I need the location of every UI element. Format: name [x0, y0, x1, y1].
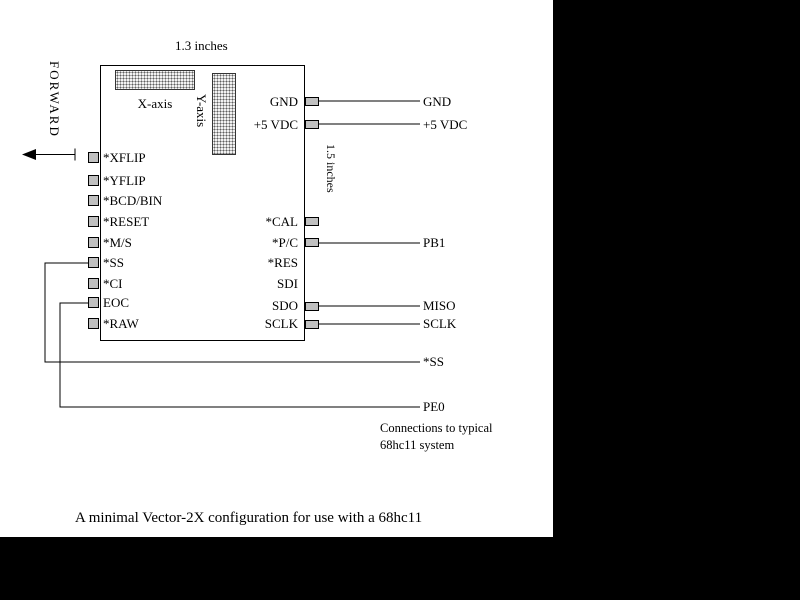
pin-ms-square — [88, 237, 99, 248]
pin-cal-square — [305, 217, 319, 226]
pin-xflip-square — [88, 152, 99, 163]
x-axis-label: X-axis — [137, 96, 173, 111]
x-axis-sensor — [115, 70, 195, 90]
ext-pb1-label: PB1 — [423, 235, 446, 250]
pin-bcdbin-label: *BCD/BIN — [103, 193, 163, 208]
note-line-1: Connections to typical — [380, 421, 493, 435]
vector2x-module-outline — [100, 65, 305, 341]
y-axis-label: Y-axis — [194, 94, 209, 128]
pin-pc-label: *P/C — [271, 235, 298, 250]
ext-miso-label: MISO — [423, 298, 456, 313]
pin-sclk-square — [305, 320, 319, 329]
pin-vcc-label: +5 VDC — [253, 117, 298, 132]
pin-sclk-label: SCLK — [264, 316, 298, 331]
pin-sdi-label: SDI — [277, 276, 298, 291]
pin-gnd-label: GND — [269, 94, 298, 109]
pin-raw-label: *RAW — [103, 316, 139, 331]
pin-yflip-label: *YFLIP — [103, 173, 146, 188]
pin-raw-square — [88, 318, 99, 329]
pin-ss-square — [88, 257, 99, 268]
forward-label: FORWARD — [47, 61, 62, 138]
pin-reset-label: *RESET — [103, 214, 150, 229]
pin-eoc-label: EOC — [103, 295, 129, 310]
pin-res-label: *RES — [267, 255, 298, 270]
forward-arrow-icon — [22, 148, 76, 161]
pin-ss-label: *SS — [103, 255, 124, 270]
ext-gnd-label: GND — [423, 94, 452, 109]
pin-ci-label: *CI — [103, 276, 123, 291]
pin-reset-square — [88, 216, 99, 227]
diagram-canvas: 1.3 inches FORWARD 1.5 inches X-axis Y-a… — [0, 0, 553, 537]
pin-sdo-label: SDO — [271, 298, 298, 313]
ext-vcc-label: +5 VDC — [423, 117, 468, 132]
y-axis-sensor — [212, 73, 236, 155]
pin-bcdbin-square — [88, 195, 99, 206]
ext-ss-label: *SS — [423, 354, 444, 369]
ext-pe0-label: PE0 — [423, 399, 445, 414]
pin-xflip-label: *XFLIP — [103, 150, 146, 165]
pin-ci-square — [88, 278, 99, 289]
pin-ms-label: *M/S — [103, 235, 132, 250]
pin-pc-square — [305, 238, 319, 247]
pin-cal-label: *CAL — [265, 214, 299, 229]
pin-sdo-square — [305, 302, 319, 311]
pin-yflip-square — [88, 175, 99, 186]
figure-caption: A minimal Vector-2X configuration for us… — [75, 510, 423, 526]
pin-vcc-square — [305, 120, 319, 129]
note-line-2: 68hc11 system — [380, 438, 455, 452]
dimension-height-label: 1.5 inches — [324, 144, 338, 193]
dimension-width-label: 1.3 inches — [175, 38, 228, 53]
ext-sclk-label: SCLK — [423, 316, 457, 331]
pin-gnd-square — [305, 97, 319, 106]
pin-eoc-square — [88, 297, 99, 308]
